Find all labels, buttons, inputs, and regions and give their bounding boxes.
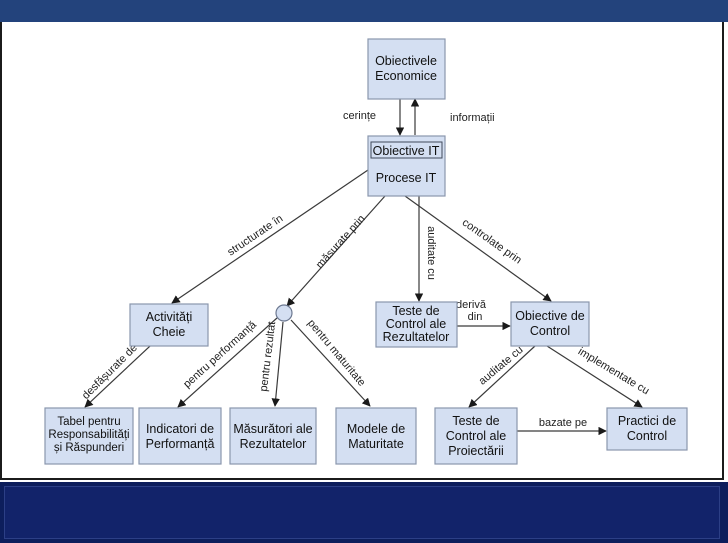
node-masuratori-rezultate: Măsurători ale Rezultatelor [229, 407, 317, 465]
svg-text:Proiectării: Proiectării [448, 444, 504, 458]
svg-text:Control ale: Control ale [386, 317, 446, 331]
node-obiective-procese-it: Obiective IT Procese IT [367, 135, 446, 197]
svg-text:Indicatori de: Indicatori de [146, 422, 214, 436]
procese-it-label: Procese IT [376, 171, 437, 185]
header-bar [0, 0, 728, 22]
svg-text:Cheie: Cheie [153, 325, 186, 339]
edge-structurate-in [171, 169, 369, 304]
node-tabel-responsabilitati: Tabel pentru Responsabilități și Răspund… [44, 407, 134, 465]
node-activitati-cheie: Activități Cheie [129, 303, 209, 347]
node-modele-maturitate: Modele de Maturitate [335, 407, 417, 465]
svg-text:Activități: Activități [146, 310, 193, 324]
svg-text:Obiectivele: Obiectivele [375, 54, 437, 68]
svg-text:Practici de: Practici de [618, 414, 676, 428]
edge-pentru-rezultat [271, 321, 284, 407]
node-obiective-control: Obiective de Control [510, 301, 590, 347]
label-informatii: informații [450, 112, 495, 124]
footer-panel [4, 486, 720, 539]
svg-text:Rezultatelor: Rezultatelor [383, 330, 450, 344]
edge-auditate-cu-bottom [468, 345, 536, 408]
svg-text:Teste de: Teste de [392, 304, 439, 318]
svg-text:Tabel pentru: Tabel pentru [57, 416, 120, 428]
svg-text:Maturitate: Maturitate [348, 437, 404, 451]
node-teste-proiectarii: Teste de Control ale Proiectării [434, 407, 518, 465]
edge-desfasurate-de [84, 345, 151, 408]
svg-text:Responsabilități: Responsabilități [48, 429, 129, 441]
label-structurate-in: structurate în [225, 213, 285, 259]
obiective-it-label: Obiective IT [373, 144, 440, 158]
svg-text:Teste de: Teste de [452, 414, 499, 428]
label-cerinte: cerințe [343, 110, 376, 122]
label-desfasurate-de: desfășurate de [80, 342, 140, 402]
label-masurate-prin: măsurate prin [314, 213, 368, 271]
label-auditate-cu-top: auditate cu [425, 226, 437, 280]
node-practici-control: Practici de Control [606, 407, 688, 451]
svg-text:Rezultatelor: Rezultatelor [240, 437, 307, 451]
svg-text:Control ale: Control ale [446, 429, 506, 443]
edge-pentru-performanta [177, 317, 278, 408]
svg-text:Economice: Economice [375, 69, 437, 83]
label-pentru-rezultat: pentru rezultat [258, 321, 278, 392]
edge-controlate-prin [404, 195, 552, 302]
label-auditate-cu-bottom: auditate cu [477, 344, 526, 388]
label-deriva-din-2: din [468, 311, 483, 323]
measurement-junction [275, 304, 293, 322]
node-obiective-economice: Obiectivele Economice [367, 38, 446, 100]
svg-text:Control: Control [627, 429, 667, 443]
label-deriva-din-1: derivă [456, 299, 487, 311]
svg-text:și Răspunderi: și Răspunderi [54, 442, 124, 454]
edge-pentru-maturitate [290, 319, 371, 407]
svg-text:Performanță: Performanță [146, 437, 215, 451]
node-teste-rezultate: Teste de Control ale Rezultatelor [375, 301, 458, 348]
svg-text:Obiective de: Obiective de [515, 309, 585, 323]
svg-text:Modele de: Modele de [347, 422, 405, 436]
svg-text:Măsurători ale: Măsurători ale [233, 422, 312, 436]
slide-frame [0, 22, 724, 480]
label-pentru-maturitate: pentru maturitate [305, 317, 368, 388]
edge-masurate-prin [286, 195, 386, 307]
edge-implementate-cu [546, 345, 643, 408]
node-indicatori-performanta: Indicatori de Performanță [138, 407, 222, 465]
svg-text:Control: Control [530, 324, 570, 338]
label-bazate-pe: bazate pe [539, 417, 587, 429]
